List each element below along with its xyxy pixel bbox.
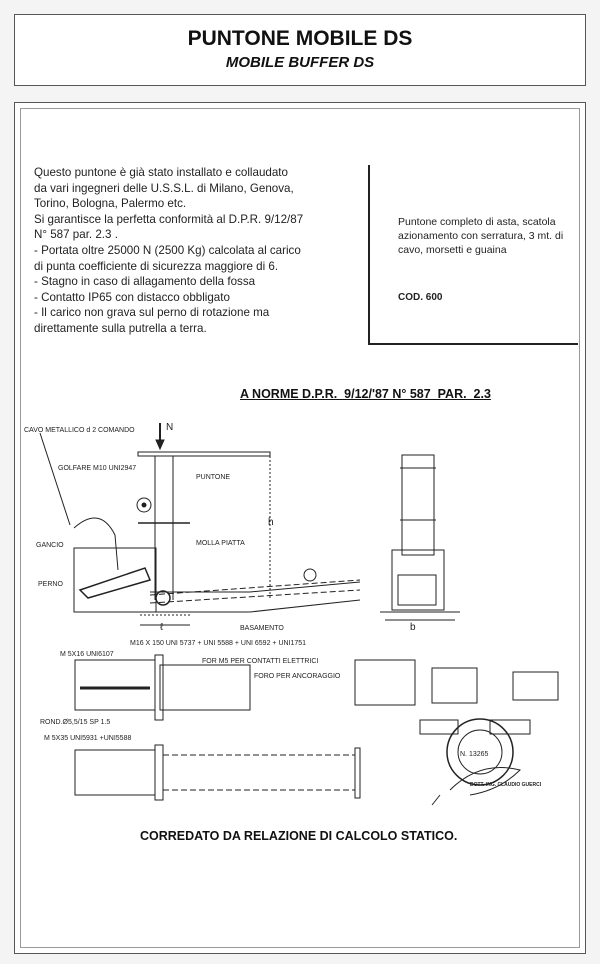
label-n: N xyxy=(166,422,173,433)
intro-line: Torino, Bologna, Palermo etc. xyxy=(34,197,187,211)
label-gancio: GANCIO xyxy=(36,542,64,549)
engineer-stamp: N. 13265 xyxy=(431,718,521,806)
label-perno: PERNO xyxy=(38,581,63,588)
intro-line: direttamente sulla putrella a terra. xyxy=(34,321,207,335)
label-m5x35: M 5X35 UNI5931 +UNI5588 xyxy=(44,735,131,742)
product-description: Puntone completo di asta, scatola aziona… xyxy=(398,216,564,256)
intro-line: - Il carico non grava sul perno di rotaz… xyxy=(34,306,270,320)
label-foro: FORO PER ANCORAGGIO xyxy=(254,673,341,680)
product-code: COD. 600 xyxy=(398,292,443,303)
label-cavo: CAVO METALLICO d 2 COMANDO xyxy=(24,427,135,434)
signature-name: DOTT. ING. CLAUDIO GUERCI xyxy=(470,782,542,788)
drawing-labels: CAVO METALLICO d 2 COMANDO N GOLFARE M10… xyxy=(24,422,542,788)
intro-line: Si garantisce la perfetta conformità al … xyxy=(34,212,304,226)
label-basamento: BASAMENTO xyxy=(240,625,284,632)
intro-line: - Portata oltre 25000 N (2500 Kg) calcol… xyxy=(34,243,301,257)
intro-line: - Contatto IP65 con distacco obbligato xyxy=(34,290,230,304)
front-view xyxy=(380,454,460,621)
label-rond: ROND.Ø5,5/15 SP 1.5 xyxy=(40,719,110,726)
svg-text:N. 13265: N. 13265 xyxy=(460,751,489,758)
label-m16: M16 X 150 UNI 5737 + UNI 5588 + UNI 6592… xyxy=(130,640,306,647)
intro-line: Questo puntone è già stato installato e … xyxy=(34,166,288,179)
label-golfare: GOLFARE M10 UNI2947 xyxy=(58,465,136,472)
footer-note: CORREDATO DA RELAZIONE DI CALCOLO STATIC… xyxy=(140,829,458,843)
label-for-m5: FOR M5 PER CONTATTI ELETTRICI xyxy=(202,658,318,665)
label-b: b xyxy=(410,622,416,633)
label-l: ℓ xyxy=(160,622,164,633)
intro-line: N° 587 par. 2.3 . xyxy=(34,228,118,242)
label-h: h xyxy=(268,517,274,528)
label-puntone: PUNTONE xyxy=(196,474,230,481)
document-header: PUNTONE MOBILE DS MOBILE BUFFER DS xyxy=(14,14,586,86)
intro-text: Questo puntone è già stato installato e … xyxy=(34,165,364,337)
intro-line: da vari ingegneri delle U.S.S.L. di Mila… xyxy=(34,181,294,195)
side-view xyxy=(39,423,361,626)
scanned-page xyxy=(20,108,580,948)
label-m5x16: M 5X16 UNI6107 xyxy=(60,651,114,658)
label-molla: MOLLA PIATTA xyxy=(196,540,245,547)
product-box xyxy=(368,165,578,345)
page-title: PUNTONE MOBILE DS xyxy=(187,27,413,50)
intro-line: - Stagno in caso di allagamento della fo… xyxy=(34,275,256,289)
plan-views xyxy=(74,654,559,801)
page-subtitle: MOBILE BUFFER DS xyxy=(225,54,375,71)
drawing-heading: A NORME D.P.R. 9/12/'87 N° 587 PAR. 2.3 xyxy=(240,387,491,401)
intro-line: di punta coefficiente di sicurezza maggi… xyxy=(34,259,279,273)
